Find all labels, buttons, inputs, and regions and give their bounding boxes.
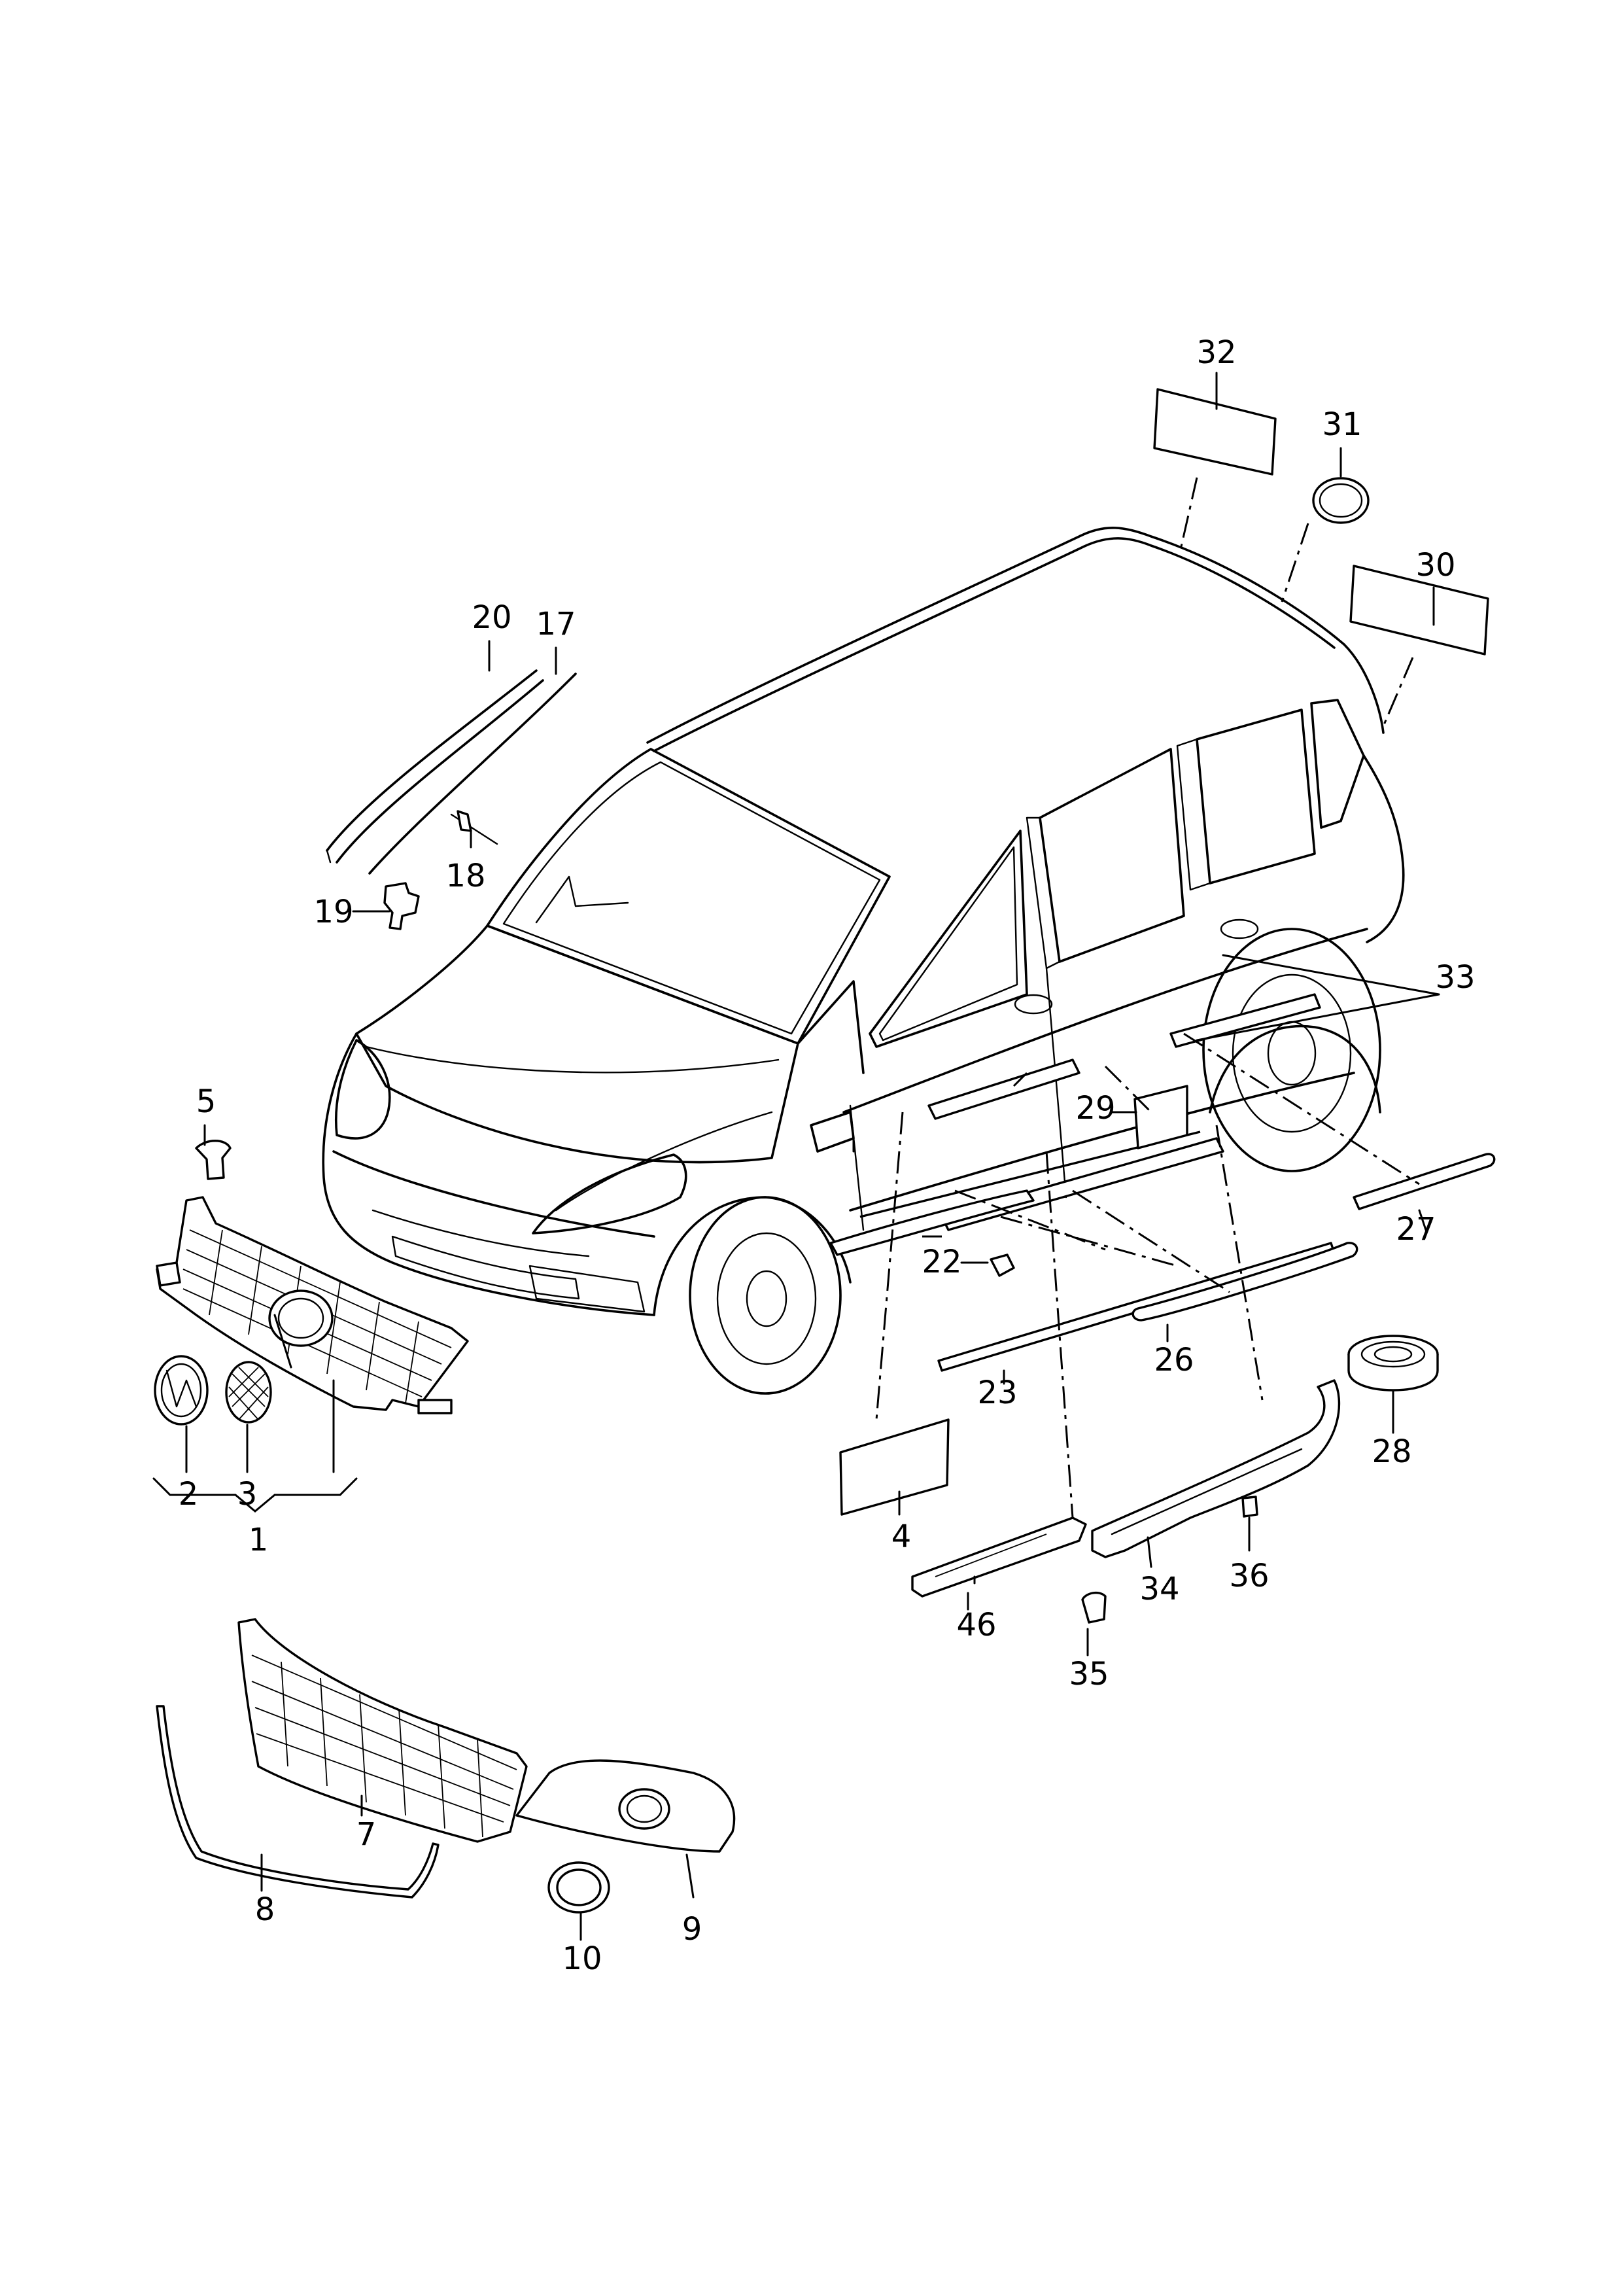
label-8: 8 [255, 1891, 275, 1928]
label-27: 27 [1396, 1211, 1436, 1248]
sill-panel [911, 1379, 1341, 1624]
wheel-arch-trim-27 [1353, 1153, 1496, 1210]
vehicle-body [322, 527, 1405, 1395]
label-22: 22 [922, 1244, 961, 1280]
label-20: 20 [472, 599, 511, 636]
label-28: 28 [1372, 1433, 1411, 1470]
lower-grille [156, 1618, 528, 1899]
label-19: 19 [313, 894, 353, 930]
label-5: 5 [196, 1083, 216, 1120]
leader-lines [152, 372, 1440, 1941]
label-29: 29 [1075, 1090, 1115, 1127]
label-plates [839, 388, 1489, 1516]
door-molding-rear [1169, 993, 1321, 1048]
label-30: 30 [1415, 547, 1455, 584]
roof-moldings [326, 669, 577, 930]
front-grille-assembly [156, 1140, 469, 1414]
tape-roll [1347, 1335, 1439, 1392]
label-17: 17 [536, 606, 576, 642]
label-1: 1 [249, 1522, 269, 1558]
door-molding-lower [941, 1137, 1224, 1231]
label-36: 36 [1229, 1558, 1269, 1594]
label-34: 34 [1139, 1571, 1179, 1607]
label-26: 26 [1154, 1342, 1194, 1378]
label-35: 35 [1069, 1656, 1109, 1692]
part-number-labels: 32 31 30 20 17 18 19 33 5 29 27 22 26 23… [179, 334, 1476, 1977]
label-18: 18 [445, 858, 485, 894]
fog-light-bezel [515, 1759, 736, 1914]
label-3: 3 [237, 1476, 258, 1513]
label-10: 10 [562, 1940, 602, 1977]
label-plate-4 [839, 1418, 950, 1516]
label-31: 31 [1322, 406, 1362, 443]
label-46: 46 [956, 1607, 996, 1643]
badge-parts [154, 1355, 272, 1426]
label-7: 7 [356, 1816, 377, 1853]
label-plate-30 [1349, 565, 1489, 656]
label-2: 2 [179, 1476, 199, 1513]
label-32: 32 [1196, 334, 1236, 371]
side-trim-strips [829, 993, 1496, 1372]
sill-molding-26 [1132, 1242, 1358, 1322]
label-9: 9 [682, 1911, 702, 1948]
label-plate-32 [1153, 388, 1277, 476]
label-23: 23 [977, 1375, 1017, 1411]
label-plate-29 [1133, 1085, 1188, 1149]
label-33: 33 [1435, 959, 1475, 996]
label-4: 4 [891, 1518, 912, 1555]
seal-ring-31 [1312, 477, 1370, 524]
